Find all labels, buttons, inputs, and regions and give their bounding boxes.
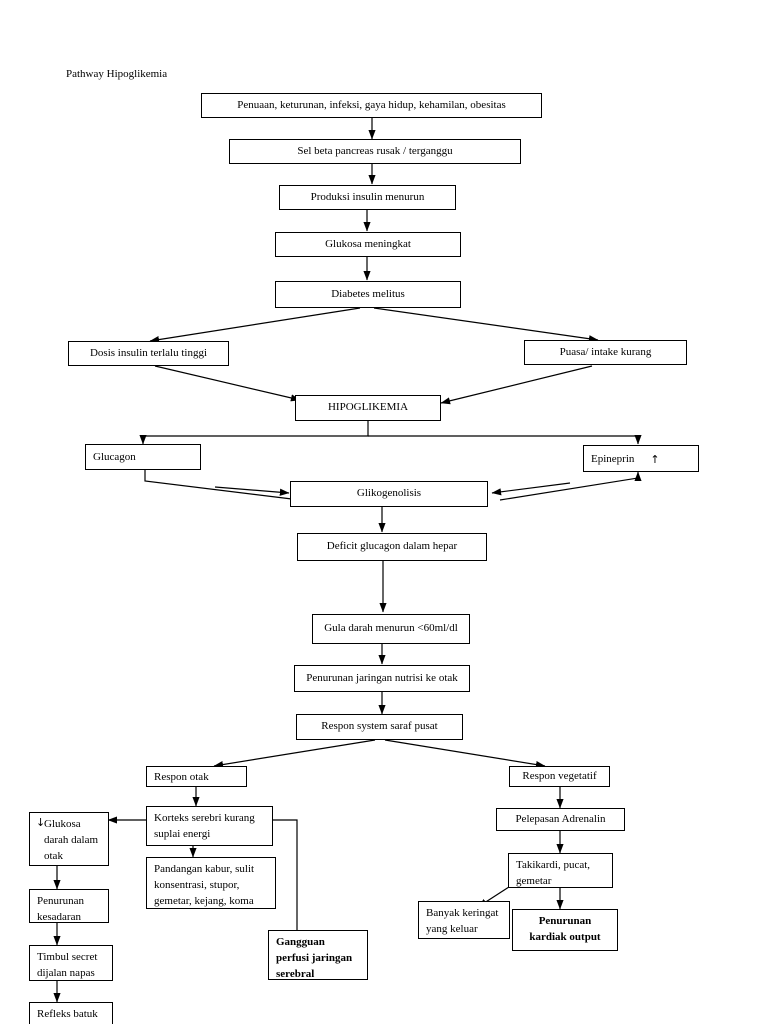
edge-epineprin-glikogenolisis xyxy=(491,482,571,496)
node-respon-saraf-pusat[interactable]: Respon system saraf pusat xyxy=(296,714,463,740)
node-takikardi-label: Takikardi, pucat, gemetar xyxy=(516,859,591,887)
node-respon-otak[interactable]: Respon otak xyxy=(146,766,247,787)
node-etiologi-label: Penuaan, keturunan, infeksi, gaya hidup,… xyxy=(237,98,506,111)
node-produksi-insulin[interactable]: Produksi insulin menurun xyxy=(279,185,456,210)
node-gangguan-perfusi[interactable]: Gangguan perfusi jaringan serebral xyxy=(268,930,368,980)
node-respon-saraf-pusat-label: Respon system saraf pusat xyxy=(321,720,438,733)
edge-dosis-hipo xyxy=(154,365,301,402)
node-glukosa-meningkat-label: Glukosa meningkat xyxy=(325,237,411,250)
node-timbul-secret[interactable]: Timbul secret dijalan napas xyxy=(29,945,113,981)
node-penurunan-kardiak-output-label: Penurunan kardiak output xyxy=(529,915,601,943)
node-dosis-insulin-label: Dosis insulin terlalu tinggi xyxy=(89,346,208,359)
node-hipoglikemia[interactable]: HIPOGLIKEMIA xyxy=(295,395,441,421)
node-penurunan-kardiak-output[interactable]: Penurunan kardiak output xyxy=(512,909,618,951)
node-deficit-glucagon-label: Deficit glucagon dalam hepar xyxy=(326,540,458,553)
edge-hipo-glucagon xyxy=(139,421,369,445)
node-glucagon[interactable]: Glucagon xyxy=(85,444,201,470)
edge-diabetes-dosis xyxy=(149,307,361,344)
node-glukosa-meningkat[interactable]: Glukosa meningkat xyxy=(275,232,461,257)
node-penurunan-kesadaran[interactable]: Penurunan kesadaran xyxy=(29,889,109,923)
node-refleks-batuk-label: Refleks batuk xyxy=(37,1008,98,1020)
node-diabetes-melitus[interactable]: Diabetes melitus xyxy=(275,281,461,308)
node-penurunan-nutrisi[interactable]: Penurunan jaringan nutrisi ke otak xyxy=(294,665,470,692)
node-penurunan-nutrisi-label: Penurunan jaringan nutrisi ke otak xyxy=(306,671,458,684)
node-timbul-secret-label: Timbul secret dijalan napas xyxy=(37,951,98,979)
node-pandangan-kabur-label: Pandangan kabur, sulit konsentrasi, stup… xyxy=(154,863,255,907)
node-puasa-intake[interactable]: Puasa/ intake kurang xyxy=(524,340,687,365)
edge-saraf-responvegetatif xyxy=(384,739,546,769)
edge-saraf-responotak xyxy=(213,739,376,769)
node-gangguan-perfusi-label: Gangguan perfusi jaringan serebral xyxy=(276,936,353,980)
node-takikardi[interactable]: Takikardi, pucat, gemetar xyxy=(508,853,613,888)
node-sel-beta[interactable]: Sel beta pancreas rusak / terganggu xyxy=(229,139,521,164)
node-dosis-insulin[interactable]: Dosis insulin terlalu tinggi xyxy=(68,341,229,366)
page-title: Pathway Hipoglikemia xyxy=(66,68,168,80)
node-etiologi[interactable]: Penuaan, keturunan, infeksi, gaya hidup,… xyxy=(201,93,542,118)
node-pelepasan-adrenalin[interactable]: Pelepasan Adrenalin xyxy=(496,808,625,831)
node-glikogenolisis-label: Glikogenolisis xyxy=(356,487,422,500)
node-gula-darah[interactable]: Gula darah menurun <60ml/dl xyxy=(312,614,470,644)
node-glikogenolisis[interactable]: Glikogenolisis xyxy=(290,481,488,507)
edge-diabetes-puasa xyxy=(373,307,599,343)
node-respon-vegetatif[interactable]: Respon vegetatif xyxy=(509,766,610,787)
edge-hipo-epineprin xyxy=(368,434,642,445)
node-banyak-keringat-label: Banyak keringat yang keluar xyxy=(426,907,499,935)
node-epineprin-label: Epineprin xyxy=(591,452,635,465)
node-epineprin[interactable]: Epineprin ↑ xyxy=(583,445,699,472)
node-refleks-batuk[interactable]: Refleks batuk xyxy=(29,1002,113,1024)
edge-puasa-hipo xyxy=(440,365,593,405)
edge-glikogenolisis-epineprin xyxy=(499,471,642,501)
down-arrow-icon: ↓ xyxy=(36,816,46,829)
node-respon-vegetatif-label: Respon vegetatif xyxy=(522,769,597,782)
node-respon-otak-label: Respon otak xyxy=(154,771,209,783)
node-penurunan-kesadaran-label: Penurunan kesadaran xyxy=(37,895,85,923)
node-korteks-serebri-label: Korteks serebri kurang suplai energi xyxy=(154,812,255,840)
node-produksi-insulin-label: Produksi insulin menurun xyxy=(310,190,425,203)
node-hipoglikemia-label: HIPOGLIKEMIA xyxy=(327,401,409,414)
node-gula-darah-label: Gula darah menurun <60ml/dl xyxy=(324,622,458,635)
node-glucagon-label: Glucagon xyxy=(93,451,136,463)
node-pandangan-kabur[interactable]: Pandangan kabur, sulit konsentrasi, stup… xyxy=(146,857,276,909)
node-banyak-keringat[interactable]: Banyak keringat yang keluar xyxy=(418,901,510,939)
node-glukosa-darah-otak-label: Glukosa darah dalam otak xyxy=(44,818,99,862)
node-puasa-intake-label: Puasa/ intake kurang xyxy=(559,345,652,358)
node-sel-beta-label: Sel beta pancreas rusak / terganggu xyxy=(297,144,453,157)
node-diabetes-melitus-label: Diabetes melitus xyxy=(331,287,405,300)
node-deficit-glucagon[interactable]: Deficit glucagon dalam hepar xyxy=(297,533,487,561)
node-korteks-serebri[interactable]: Korteks serebri kurang suplai energi xyxy=(146,806,273,846)
edge-glucagon-glikogenolisis xyxy=(214,486,290,496)
node-glukosa-darah-otak[interactable]: ↓ Glukosa darah dalam otak xyxy=(29,812,109,866)
up-arrow-icon: ↑ xyxy=(650,453,660,466)
node-pelepasan-adrenalin-label: Pelepasan Adrenalin xyxy=(515,812,606,825)
